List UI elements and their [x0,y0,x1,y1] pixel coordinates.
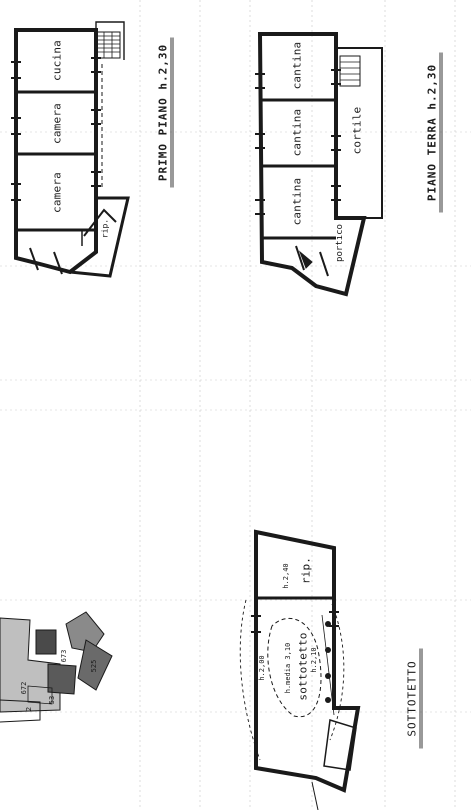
height-note: h.media 3,10 [284,642,292,694]
room-label-cantina: cantina [290,177,304,226]
height-note: h.2,00 [258,655,266,681]
piano-terra-plan [255,32,383,297]
cadastral-map-fragment [0,611,113,723]
room-label-cantina: cantina [290,41,304,90]
floor-title-primo-piano: PRIMO PIANO h.2,30 [156,37,174,188]
map-parcel-number: 525 [90,659,98,673]
map-parcel-number: 672 [20,681,28,695]
room-label-rip: rip. [100,218,110,239]
room-label-cantina: cantina [290,108,304,157]
room-label-cortile: cortile [350,106,364,155]
room-label-portico: portico [335,224,345,262]
height-note: h.2,10 [310,647,318,673]
floor-title-piano-terra: PIANO TERRA h.2,30 [425,52,443,213]
map-parcel-number: 53 [48,695,56,705]
room-label-camera: camera [50,103,64,144]
height-note: h.2,40 [282,563,290,589]
room-label-sottotetto: sottotetto [296,632,310,701]
room-label-camera: camera [50,172,64,213]
room-label-cucina: cucina [50,40,64,81]
floor-title-sottotetto: SOTTOTETTO [405,648,423,749]
sottotetto-plan [239,529,361,810]
primo-piano-plan [11,21,130,278]
map-parcel-number: 2 [25,706,33,712]
room-label-rip: rip. [299,556,313,585]
map-parcel-number: 673 [60,649,68,663]
